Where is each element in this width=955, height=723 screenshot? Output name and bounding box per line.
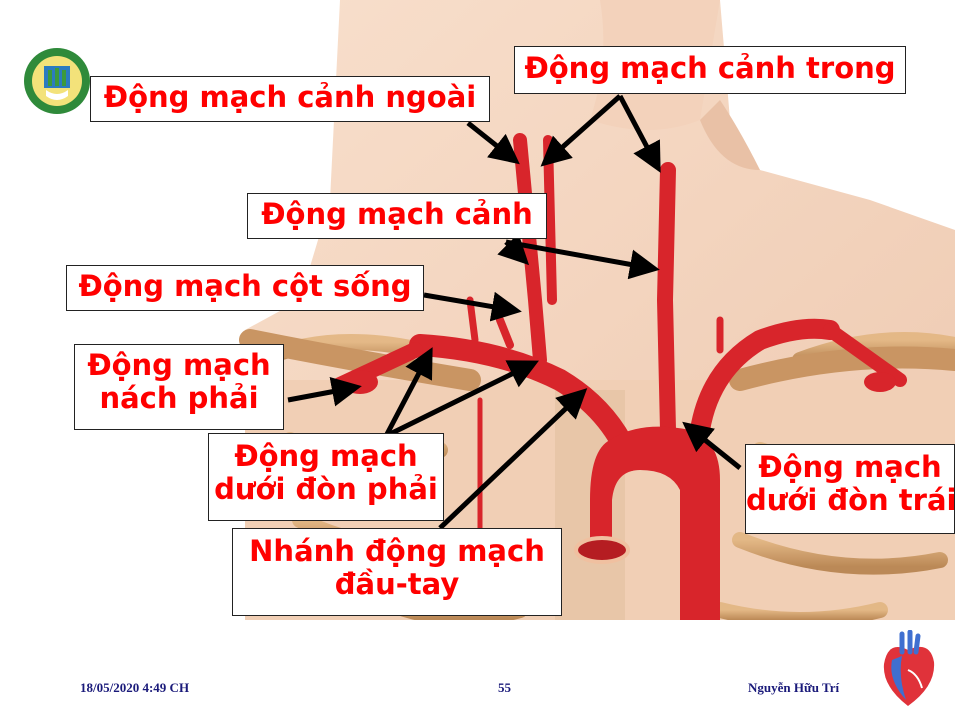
label-line: Nhánh động mạch	[233, 535, 561, 568]
label-line: dưới đòn trái	[746, 484, 954, 517]
label-right-axillary-artery: Động mạch nách phải	[74, 344, 284, 430]
label-brachiocephalic-trunk: Nhánh động mạch đầu-tay	[232, 528, 562, 616]
label-line: nách phải	[75, 382, 283, 415]
heart-icon	[878, 630, 940, 710]
label-line: Động mạch	[746, 451, 954, 484]
label-right-subclavian-artery: Động mạch dưới đòn phải	[208, 433, 444, 521]
label-internal-carotid: Động mạch cảnh trong	[514, 46, 906, 94]
footer-page-number: 55	[498, 680, 511, 696]
label-line: Động mạch	[209, 440, 443, 473]
label-vertebral-artery: Động mạch cột sống	[66, 265, 424, 311]
label-common-carotid: Động mạch cảnh	[247, 193, 547, 239]
label-line: dưới đòn phải	[209, 473, 443, 506]
label-line: Động mạch	[75, 349, 283, 382]
label-external-carotid: Động mạch cảnh ngoài	[90, 76, 490, 122]
label-line: đầu-tay	[233, 568, 561, 601]
label-left-subclavian-artery: Động mạch dưới đòn trái	[745, 444, 955, 534]
footer-author: Nguyễn Hữu Trí	[748, 680, 839, 696]
footer-date: 18/05/2020 4:49 CH	[80, 680, 189, 696]
